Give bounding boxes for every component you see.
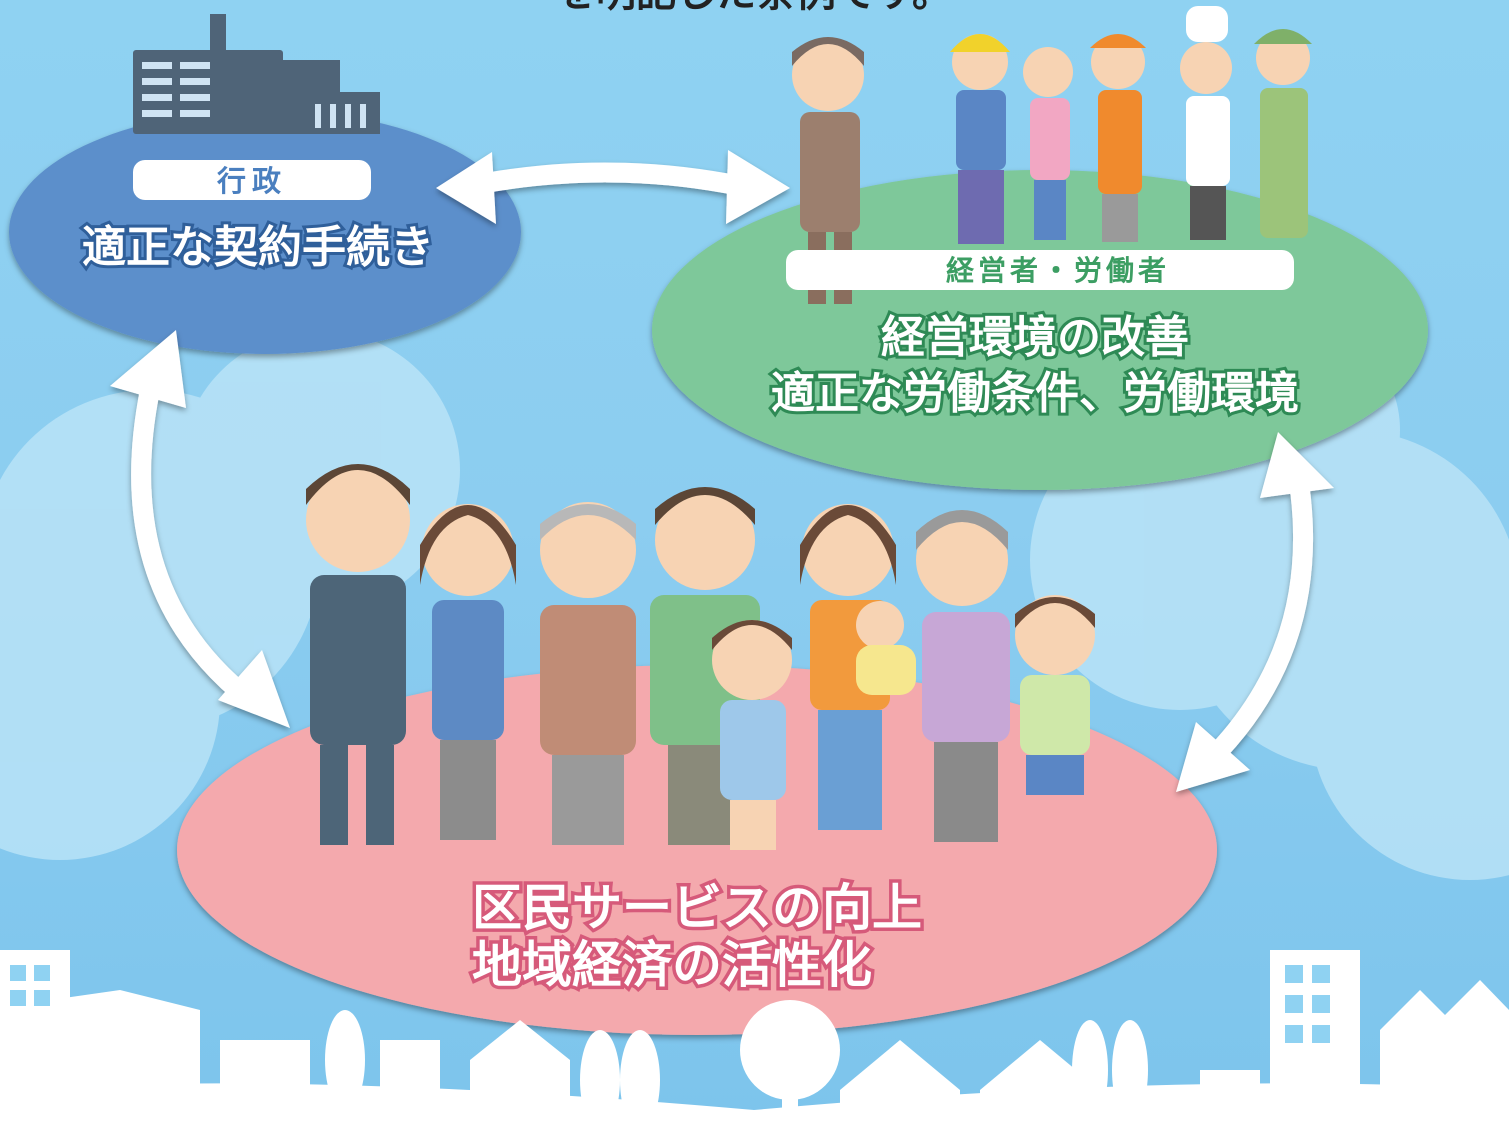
gov-text: 適正な契約手続き (82, 222, 434, 273)
gov-tag-label: 行政 (216, 164, 287, 198)
double-arrow-gov-citizens (110, 330, 290, 728)
workers-group-icon (792, 6, 1312, 304)
citizens-line2: 地域経済の活性化 (472, 936, 872, 994)
town-windows (10, 965, 1330, 1043)
double-arrow-gov-business (436, 150, 790, 224)
city-hall-building-icon (133, 14, 380, 134)
business-tag-label: 経営者・労働者 (946, 254, 1170, 287)
citizens-line1: 区民サービスの向上 (472, 879, 922, 937)
citizens-family-icon (306, 464, 1095, 850)
business-tag-box (786, 250, 1294, 290)
top-caption: を明記した条例です。 (556, 0, 952, 16)
business-line1: 経営環境の改善 (881, 312, 1189, 363)
business-line2: 適正な労働条件、労働環境 (771, 368, 1299, 419)
double-arrow-business-citizens (1176, 432, 1334, 792)
gov-tag-box (133, 160, 371, 200)
